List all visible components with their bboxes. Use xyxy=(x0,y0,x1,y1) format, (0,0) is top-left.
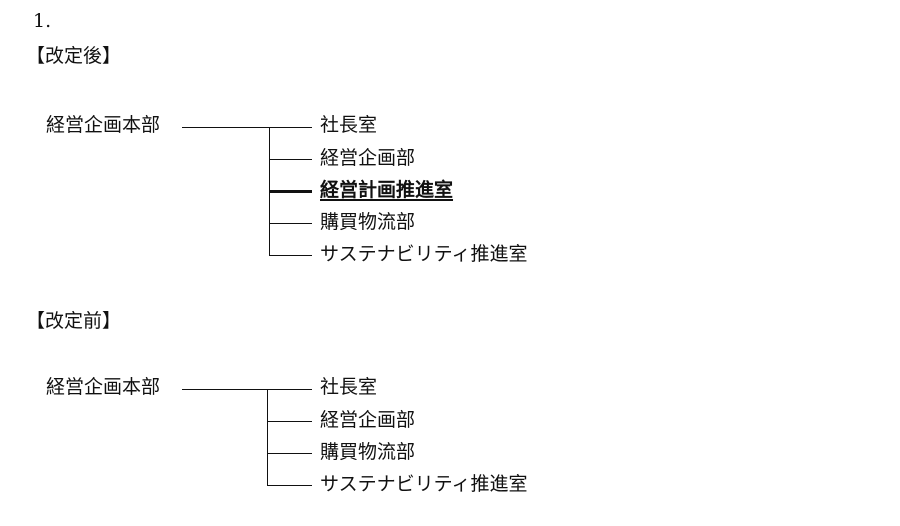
before-child-1: 社長室 xyxy=(320,376,378,398)
before-child-3: 購買物流部 xyxy=(320,441,416,463)
after-child-1: 社長室 xyxy=(320,114,378,136)
after-root-connector xyxy=(182,127,312,129)
after-branch-5 xyxy=(269,255,312,257)
before-branch-3 xyxy=(267,453,312,455)
after-child-4: 購買物流部 xyxy=(320,211,416,233)
before-tree-trunk xyxy=(267,389,269,486)
section-number: 1. xyxy=(33,10,52,32)
after-branch-3 xyxy=(269,190,312,193)
after-branch-2 xyxy=(269,159,312,161)
after-child-3-new: 経営計画推進室 xyxy=(320,179,454,201)
after-branch-4 xyxy=(269,223,312,225)
after-root-department: 経営企画本部 xyxy=(46,114,161,136)
before-child-4: サステナビリティ推進室 xyxy=(320,473,528,495)
after-heading: 【改定後】 xyxy=(26,45,122,67)
before-root-connector xyxy=(182,389,312,391)
before-child-2: 経営企画部 xyxy=(320,409,416,431)
before-root-department: 経営企画本部 xyxy=(46,376,161,398)
after-child-2: 経営企画部 xyxy=(320,147,416,169)
after-child-5: サステナビリティ推進室 xyxy=(320,243,528,265)
before-heading: 【改定前】 xyxy=(26,310,122,332)
before-branch-4 xyxy=(267,485,312,487)
before-branch-2 xyxy=(267,421,312,423)
